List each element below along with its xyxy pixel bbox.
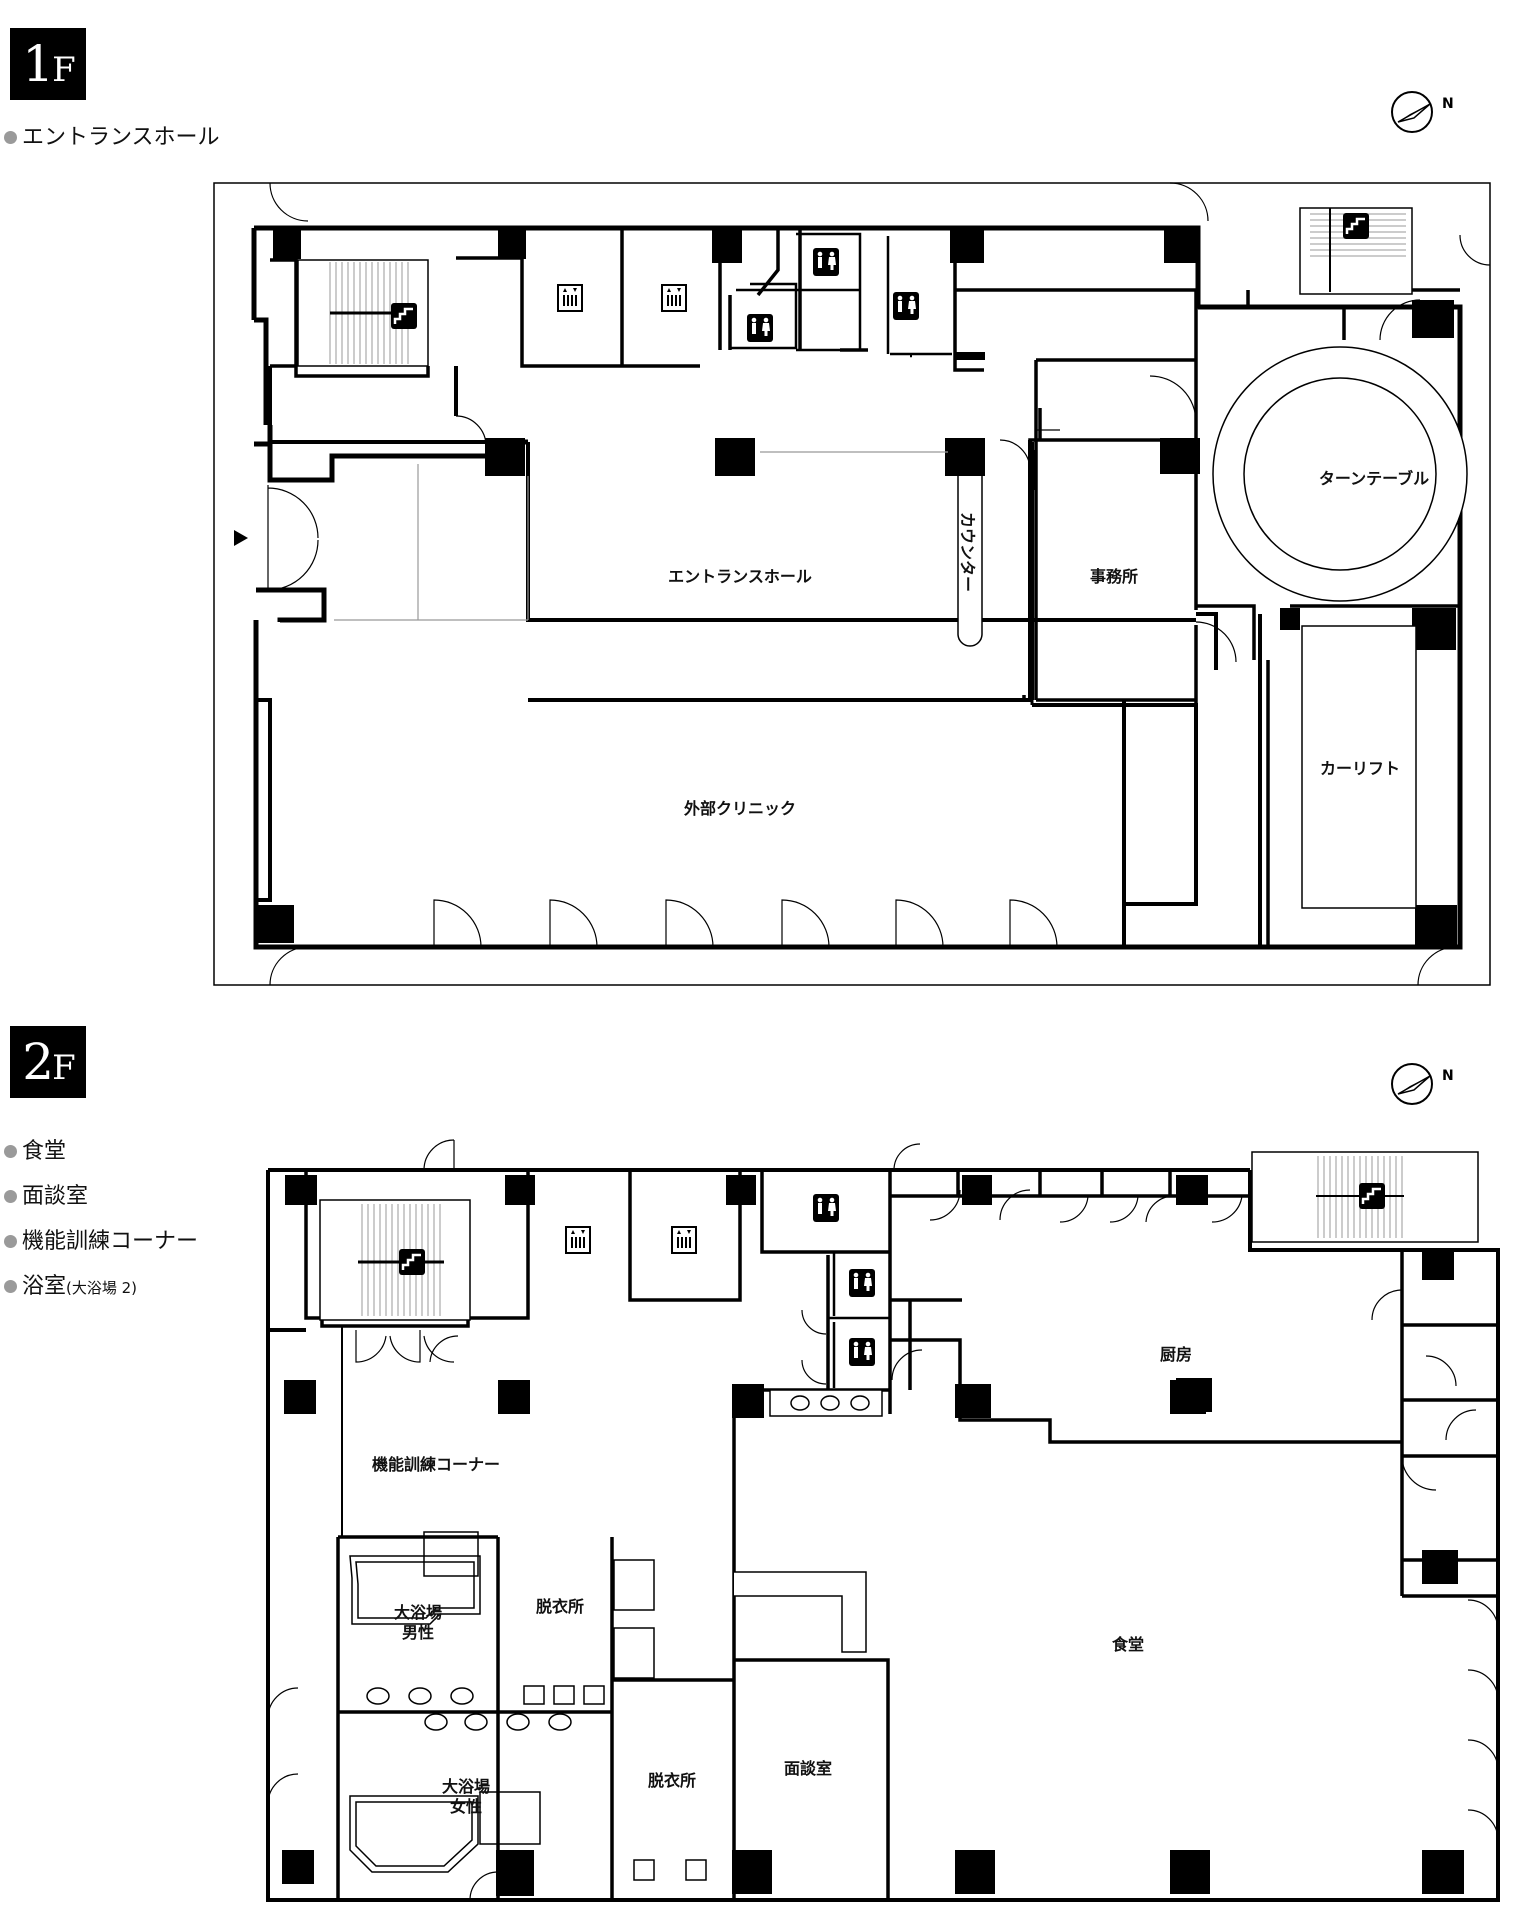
legend-2f: 食堂 面談室 機能訓練コーナー 浴室(大浴場 2) <box>4 1141 198 1321</box>
room-label-car-lift: カーリフト <box>1320 759 1400 778</box>
legend-label: 機能訓練コーナー <box>22 1229 199 1254</box>
elevator-icon <box>557 284 583 312</box>
room-label-bath-female-sub: 女性 <box>450 1797 482 1816</box>
stair-right-2f <box>1251 1151 1479 1243</box>
stairs-icon <box>1357 1181 1387 1211</box>
legend-item: 機能訓練コーナー <box>4 1231 198 1253</box>
entrance-door <box>267 485 319 591</box>
sinks <box>769 1389 883 1417</box>
floor-number: 2 <box>22 1033 54 1091</box>
entrance-arrow-icon <box>234 530 248 546</box>
bullet-dot-icon <box>4 1280 17 1293</box>
legend-sublabel: (大浴場 2) <box>66 1279 138 1297</box>
columns <box>256 229 1457 945</box>
restroom-icon <box>813 248 839 276</box>
bullet-dot-icon <box>4 1235 17 1248</box>
room-label-external-clinic: 外部クリニック <box>683 799 796 818</box>
kitchen-column <box>1176 1378 1212 1412</box>
room-label-interview-room: 面談室 <box>784 1759 832 1778</box>
stairs-icon <box>389 301 419 331</box>
doors-2f <box>267 1139 1499 1901</box>
north-arrow-icon <box>1391 91 1433 133</box>
restroom-icon <box>813 1194 839 1222</box>
compass-2f: N <box>1391 1063 1454 1105</box>
stairs-icon <box>1341 211 1371 241</box>
legend-label: 面談室 <box>22 1184 89 1209</box>
stair-right-1f <box>1299 207 1413 295</box>
legend-label: 浴室 <box>22 1274 67 1299</box>
site-boundary <box>213 182 1491 986</box>
room-label-training-corner: 機能訓練コーナー <box>372 1455 500 1474</box>
clinic-walls <box>254 698 1198 947</box>
room-label-bath-male-sub: 男性 <box>402 1623 434 1642</box>
restroom-icon <box>849 1338 875 1366</box>
plan-2f: N 厨房 機能訓練コーナー 大浴場 男性 脱衣所 食堂 大浴場 女性 脱衣所 面… <box>266 1063 1500 1902</box>
stairs-icon <box>397 1247 427 1277</box>
room-label-bath-male: 大浴場 <box>394 1603 442 1622</box>
doors-1f <box>269 182 1491 986</box>
legend-item: 浴室(大浴場 2) <box>4 1276 198 1298</box>
north-label: N <box>1442 1068 1454 1084</box>
north-arrow-icon <box>1391 1063 1433 1105</box>
elevator-icon <box>671 1226 697 1254</box>
restroom-icon <box>849 1269 875 1297</box>
room-label-kitchen: 厨房 <box>1160 1345 1192 1364</box>
car-lift-platform <box>1301 625 1417 909</box>
stair-left-1f <box>297 259 429 367</box>
counter <box>957 476 983 647</box>
bullet-dot-icon <box>4 1190 17 1203</box>
stair-left-2f <box>319 1199 471 1321</box>
interior-walls-2 <box>268 366 1262 947</box>
room-label-bath-female: 大浴場 <box>442 1777 490 1796</box>
bullet-dot-icon <box>4 1145 17 1158</box>
thin-walls <box>341 1170 1251 1696</box>
room-label-dining: 食堂 <box>1111 1635 1144 1654</box>
bullet-dot-icon <box>4 131 17 144</box>
floor-number: 1 <box>22 35 54 93</box>
north-label: N <box>1442 96 1454 112</box>
legend-label: 食堂 <box>22 1139 67 1164</box>
elevator-icon <box>565 1226 591 1254</box>
restroom-icon <box>747 314 773 342</box>
room-label-dressing-room-2: 脱衣所 <box>648 1771 696 1790</box>
serving-counter <box>734 1571 867 1653</box>
room-label-office: 事務所 <box>1090 567 1138 586</box>
compass-1f: N <box>1391 91 1454 133</box>
elevator-icon <box>661 284 687 312</box>
room-label-counter: カウンター <box>958 512 977 592</box>
room-label-dressing-room-1: 脱衣所 <box>536 1597 584 1616</box>
restroom-icon <box>893 292 919 320</box>
room-label-entrance-hall: エントランスホール <box>668 567 812 586</box>
floor-badge-2f: 2F <box>10 1026 86 1098</box>
floor-suffix: F <box>52 1048 76 1088</box>
legend-label: エントランスホール <box>22 125 220 150</box>
legend-item: エントランスホール <box>4 127 220 149</box>
outer-walls <box>251 225 1463 950</box>
legend-item: 食堂 <box>4 1141 198 1163</box>
legend-item: 面談室 <box>4 1186 198 1208</box>
floor-suffix: F <box>52 50 76 90</box>
legend-1f: エントランスホール <box>4 127 220 172</box>
bath-fixtures <box>349 1531 707 1881</box>
plan-1f: N エントランスホール 事務所 ターンテーブル カーリフト 外部クリニック カウ… <box>213 91 1491 986</box>
room-label-turntable: ターンテーブル <box>1319 469 1429 488</box>
floor-badge-1f: 1F <box>10 28 86 100</box>
turntable-inner <box>1243 377 1437 571</box>
